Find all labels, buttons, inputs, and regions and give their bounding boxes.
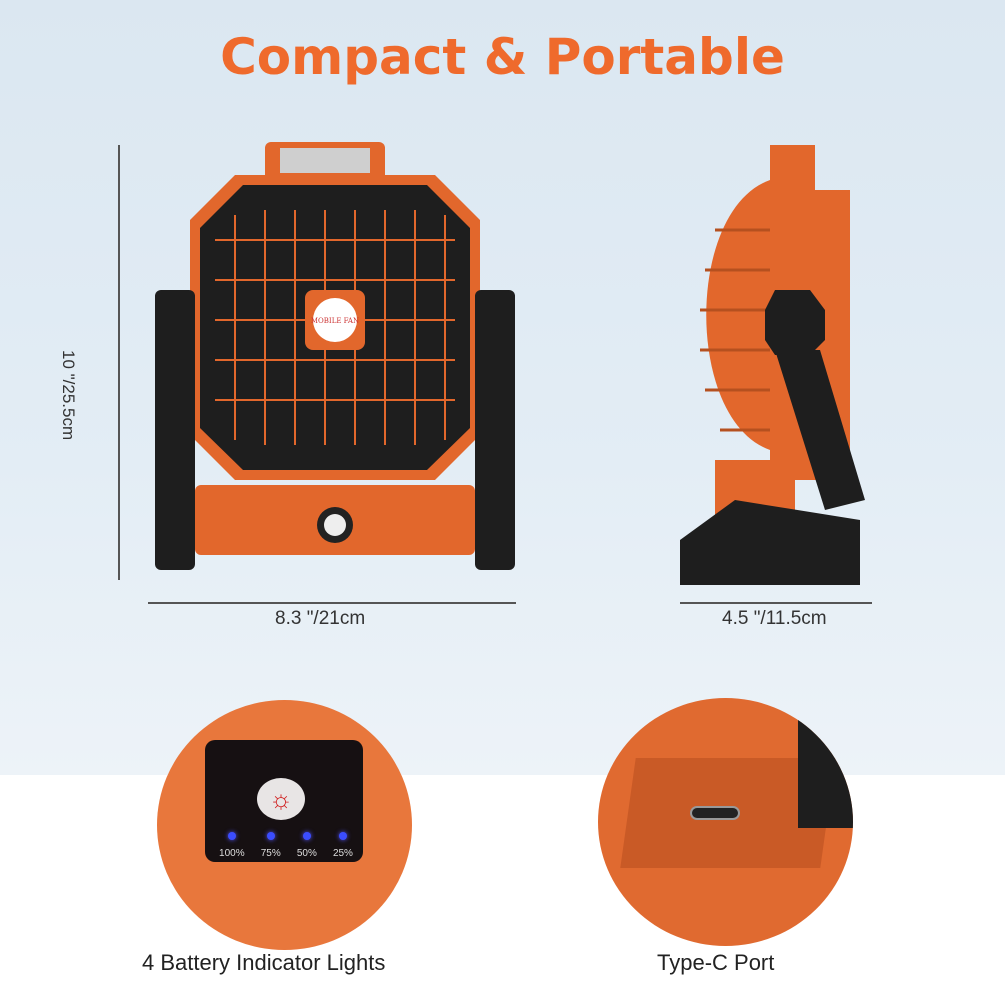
level-label: 50% [296,848,317,859]
port-side [798,698,853,828]
level-label: 75% [260,848,281,859]
caption-battery: 4 Battery Indicator Lights [142,950,386,975]
width-dimension-line [148,602,516,604]
caption-type-c: Type-C Port [657,950,775,975]
type-c-port-closeup [598,698,853,946]
height-label: 10 "/25.5cm [59,350,78,441]
fan-logo: MOBILE FAN [311,317,359,325]
battery-panel: ☼ 100% 75% 50% 25% [205,740,363,862]
height-dimension-line [118,145,120,580]
fan-side-view [680,145,865,585]
battery-level-75: 75% [261,832,281,861]
battery-level-50: 50% [297,832,317,861]
depth-label: 4.5 "/11.5cm [722,608,827,629]
fan-front-view: MOBILE FAN [155,142,515,570]
level-label: 100% [219,848,245,859]
light-bulb-icon[interactable]: ☼ [257,778,305,820]
usb-c-port-icon [690,806,740,820]
battery-level-25: 25% [333,832,353,861]
depth-dimension-line [680,602,872,604]
page-title: Compact & Portable [220,28,785,86]
width-label: 8.3 "/21cm [275,608,366,629]
level-label: 25% [332,848,353,859]
battery-indicator-closeup: ☼ 100% 75% 50% 25% [157,700,412,950]
battery-level-100: 100% [219,832,245,861]
